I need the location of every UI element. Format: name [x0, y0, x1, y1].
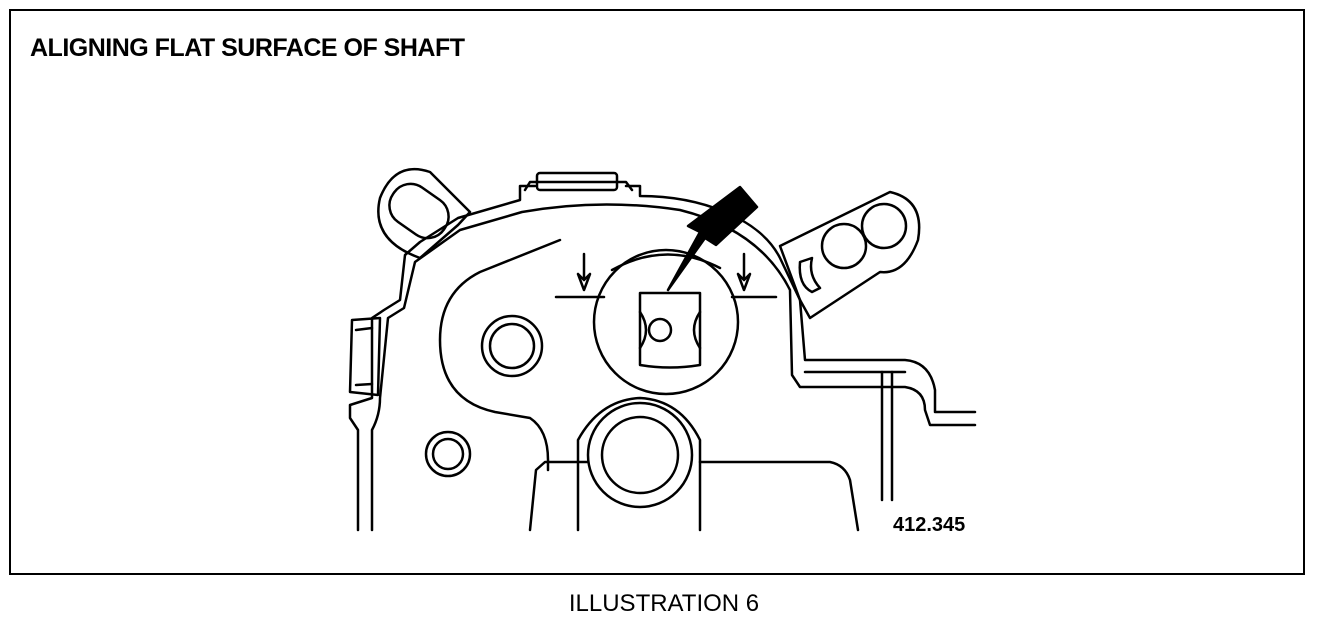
boss-outline: [438, 238, 562, 472]
illustration-title: ALIGNING FLAT SURFACE OF SHAFT: [30, 34, 465, 62]
illustration-caption: ILLUSTRATION 6: [568, 590, 760, 617]
left-boss-outer: [480, 314, 544, 378]
lower-shaft-inner: [600, 415, 680, 495]
shaft-lobe-left: [638, 310, 648, 350]
top-tab-base: [523, 180, 634, 192]
illustration-frame: [9, 9, 1305, 575]
shaft-bore: [592, 248, 740, 396]
left-boss-inner: [488, 322, 536, 370]
lower-housing-wall: [576, 396, 702, 532]
right-ear-hole: [820, 222, 868, 270]
shaft-flat: [638, 291, 702, 369]
alignment-arrow-right: [736, 252, 752, 292]
right-ear-hole: [860, 202, 908, 250]
part-reference-number: 412.345: [893, 514, 966, 536]
lower-boss-inner: [431, 437, 465, 471]
lower-shaft-outer: [586, 401, 694, 509]
lower-boss-outer: [424, 430, 472, 478]
shaft-center-hole: [647, 317, 673, 343]
right-ear-slot: [798, 256, 822, 294]
right-mounting-ear: [778, 190, 921, 320]
lower-channel: [528, 460, 860, 532]
alignment-arrow-left: [576, 252, 592, 292]
pointer-arrow: [666, 185, 759, 292]
left-ear-slot: [388, 182, 450, 240]
housing-outer-outline: [348, 184, 977, 532]
left-connector: [348, 316, 382, 397]
shaft-bore-rim: [610, 253, 722, 272]
shaft-lobe-right: [692, 310, 702, 350]
housing-inner-outline: [370, 203, 977, 532]
left-mounting-ear: [377, 167, 472, 260]
